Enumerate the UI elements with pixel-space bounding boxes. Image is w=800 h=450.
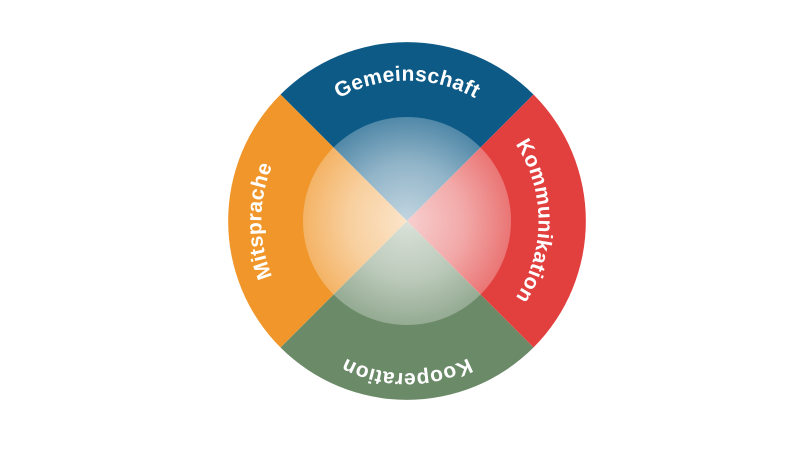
center-disc <box>303 117 511 325</box>
